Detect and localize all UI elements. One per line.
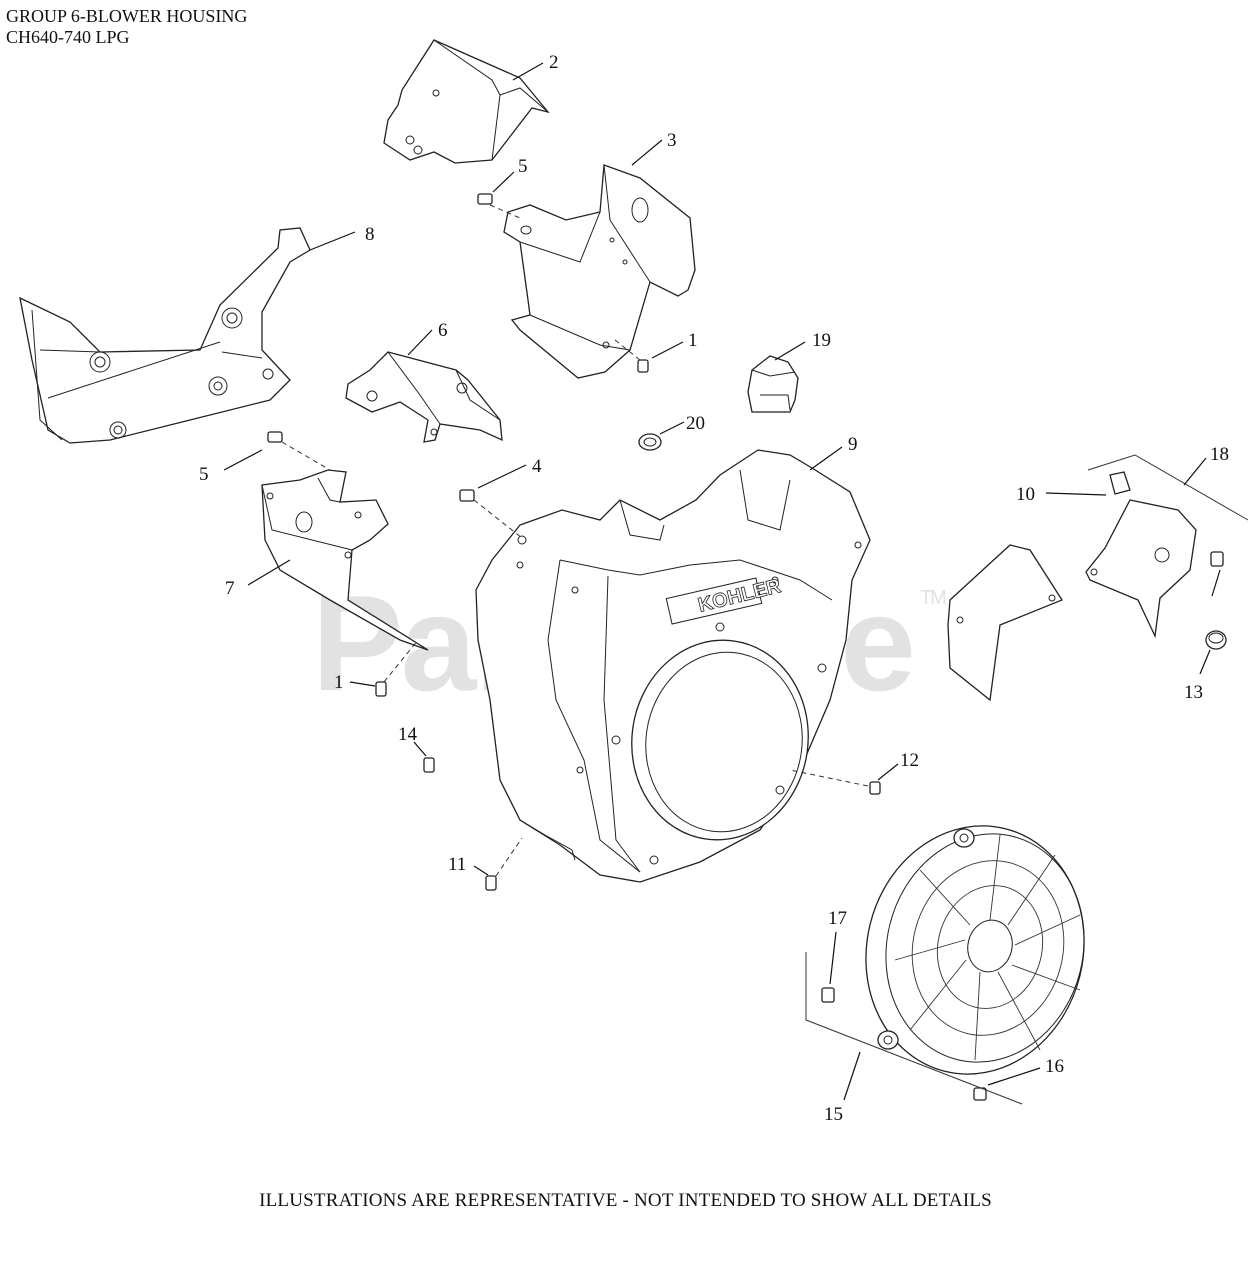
callout-16: 16 — [1045, 1056, 1064, 1077]
callout-6: 6 — [438, 320, 448, 341]
fastener-11[interactable] — [485, 875, 497, 891]
callout-17: 17 — [828, 908, 847, 929]
callout-8: 8 — [365, 224, 375, 245]
fastener-14[interactable] — [423, 757, 435, 773]
callout-1-lower: 1 — [334, 672, 344, 693]
footer-note: ILLUSTRATIONS ARE REPRESENTATIVE - NOT I… — [259, 1190, 992, 1211]
diagram-title: GROUP 6-BLOWER HOUSING — [6, 6, 248, 26]
part-18-screw[interactable] — [1210, 551, 1224, 567]
callout-13: 13 — [1184, 682, 1203, 703]
callout-7: 7 — [225, 578, 235, 599]
part-10-clip-nut[interactable] — [1109, 471, 1131, 495]
callout-4: 4 — [532, 456, 542, 477]
fastener-5-lower[interactable] — [267, 431, 283, 443]
callout-14: 14 — [398, 724, 418, 745]
part-18-plate[interactable] — [1085, 499, 1197, 639]
diagram-header: GROUP 6-BLOWER HOUSING CH640-740 LPG — [6, 6, 247, 48]
fastener-12[interactable] — [869, 781, 881, 795]
part-19-shield[interactable] — [747, 355, 799, 413]
callout-1-upper: 1 — [688, 330, 698, 351]
fastener-4[interactable] — [459, 489, 475, 502]
part-13-plug[interactable] — [1205, 630, 1227, 650]
callout-15: 15 — [824, 1104, 843, 1125]
callout-2: 2 — [549, 52, 559, 73]
callout-18: 18 — [1210, 444, 1229, 465]
part-3-shroud[interactable] — [503, 164, 696, 379]
callout-11: 11 — [448, 854, 466, 875]
callout-5-lower: 5 — [199, 464, 209, 485]
part-15-grille[interactable] — [840, 803, 1110, 1098]
fastener-5-upper[interactable] — [477, 193, 493, 205]
callout-9: 9 — [848, 434, 858, 455]
watermark-tm: TM — [919, 587, 947, 609]
engine-model: CH640-740 LPG — [6, 27, 130, 47]
part-8-side-shroud[interactable] — [19, 227, 311, 444]
callout-3: 3 — [667, 130, 677, 151]
callout-10: 10 — [1016, 484, 1035, 505]
callout-19: 19 — [812, 330, 831, 351]
callout-12: 12 — [900, 750, 919, 771]
callout-5-upper: 5 — [518, 156, 528, 177]
part-6-baffle[interactable] — [345, 351, 503, 443]
fastener-17[interactable] — [821, 987, 835, 1003]
part-2-baffle[interactable] — [383, 39, 550, 164]
callout-20: 20 — [686, 413, 705, 434]
part-7-baffle[interactable] — [261, 469, 429, 651]
part-18-companion-plate[interactable] — [947, 544, 1063, 702]
part-9-blower-housing[interactable] — [475, 449, 871, 883]
fastener-1-lower[interactable] — [375, 681, 387, 697]
part-20-grommet[interactable] — [638, 433, 662, 451]
fastener-1-upper[interactable] — [637, 359, 649, 373]
